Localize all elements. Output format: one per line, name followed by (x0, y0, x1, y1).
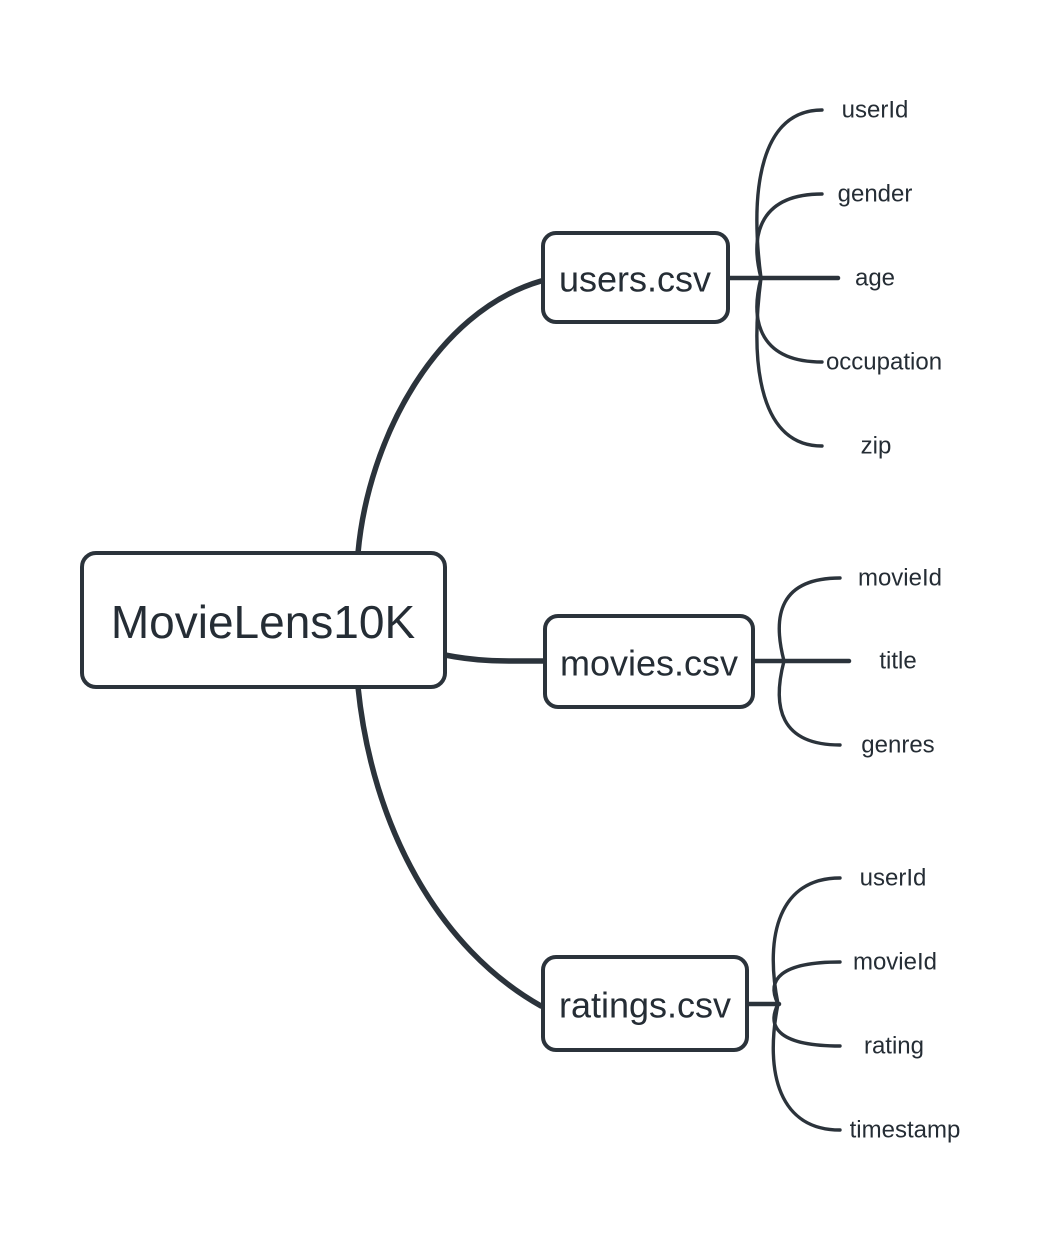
leaf-label-movies-genres: genres (861, 732, 934, 759)
leaf-label-users-gender: gender (838, 181, 913, 208)
movies-node-label: movies.csv (560, 643, 738, 684)
leaf-label-ratings-rating: rating (864, 1033, 924, 1060)
edge-movies-movieid (777, 576, 842, 663)
edge-root-users (355, 278, 544, 556)
ratings-node-box (541, 955, 749, 1052)
leaf-label-users-zip: zip (861, 433, 892, 460)
leaf-label-ratings-userid: userId (860, 865, 927, 892)
edge-ratings-movieid (772, 960, 842, 1006)
leaf-label-users-userid: userId (842, 97, 909, 124)
node-ratings-csv: ratings.csv (541, 955, 749, 1052)
edge-ratings-rating (772, 1002, 842, 1048)
node-users-csv: users.csv (541, 231, 730, 324)
edge-movies-genres (777, 659, 842, 747)
users-node-label: users.csv (559, 259, 711, 300)
users-node-box (541, 231, 730, 324)
leaf-label-ratings-timestamp: timestamp (850, 1117, 961, 1144)
node-movies-csv: movies.csv (543, 614, 755, 709)
root-node-label: MovieLens10K (111, 596, 416, 648)
leaf-label-ratings-movieid: movieId (853, 949, 937, 976)
edge-users-zip (755, 276, 824, 448)
edge-users-occupation (755, 276, 824, 364)
edge-root-movies (442, 652, 548, 664)
ratings-node-label: ratings.csv (559, 985, 731, 1026)
edge-users-gender (755, 192, 824, 280)
leaf-label-movies-title: title (879, 648, 916, 675)
leaf-label-users-occupation: occupation (826, 349, 942, 376)
node-root: MovieLens10K (80, 551, 447, 689)
movies-node-box (543, 614, 755, 709)
root-node-box (80, 551, 447, 689)
edge-ratings-timestamp (771, 1002, 842, 1132)
edge-ratings-userid (771, 876, 842, 1006)
edge-root-ratings (355, 684, 544, 1009)
leaf-label-movies-movieid: movieId (858, 565, 942, 592)
leaf-label-users-age: age (855, 265, 895, 292)
